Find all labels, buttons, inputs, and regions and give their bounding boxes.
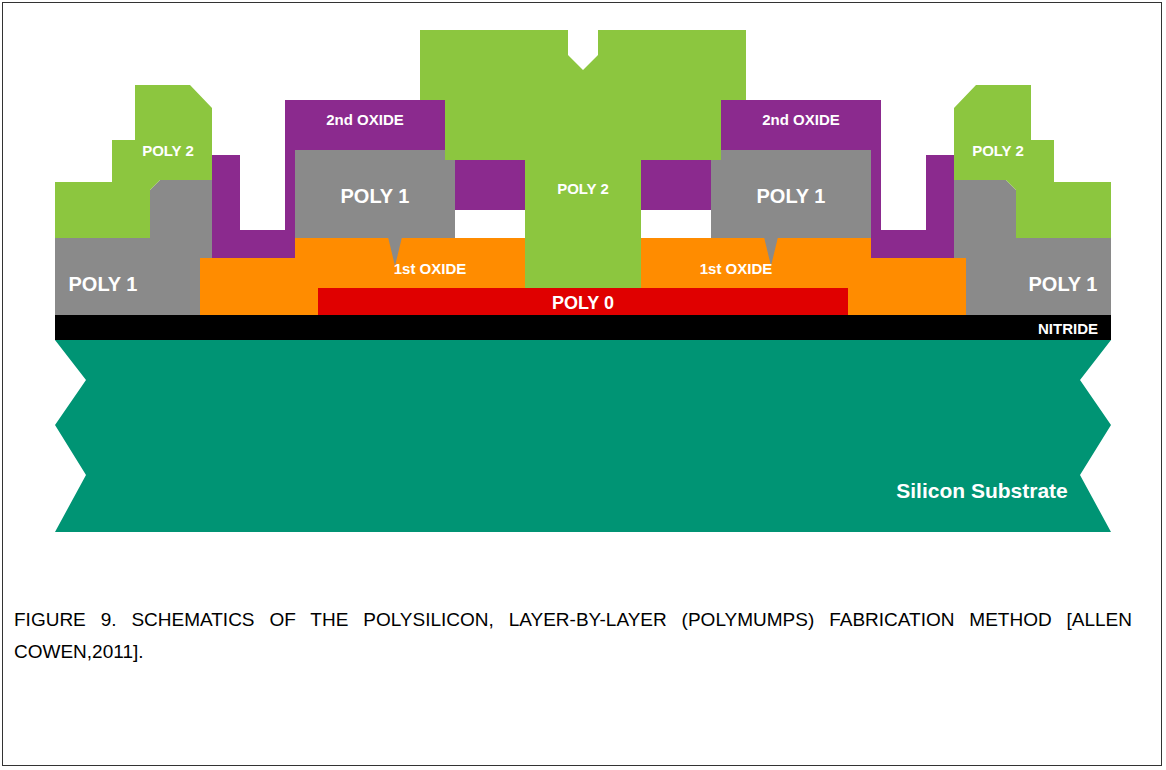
layer-label: POLY 2 xyxy=(142,143,194,158)
poly2-layer xyxy=(420,30,746,288)
silicon-substrate xyxy=(55,340,1111,532)
layer-label: POLY 1 xyxy=(69,274,138,294)
figure-caption: FIGURE 9. SCHEMATICS OF THE POLYSILICON,… xyxy=(14,604,1132,668)
poly2-layer xyxy=(954,85,1111,238)
layer-label: POLY 1 xyxy=(757,186,826,206)
layer-label: 1st OXIDE xyxy=(700,261,773,276)
poly0-layer xyxy=(318,288,848,315)
layer-label: POLY 1 xyxy=(341,186,410,206)
layer-label: POLY 2 xyxy=(972,143,1024,158)
nitride-layer xyxy=(55,314,1111,340)
poly1-layer xyxy=(711,150,871,238)
layer-label: POLY 2 xyxy=(557,181,609,196)
poly1-layer xyxy=(295,150,455,238)
substrate-label: Silicon Substrate xyxy=(896,480,1068,501)
layer-label: NITRIDE xyxy=(1038,321,1098,336)
layer-label: 2nd OXIDE xyxy=(326,112,404,127)
layer-label: POLY 0 xyxy=(552,294,614,312)
layer-label: 2nd OXIDE xyxy=(762,112,840,127)
layer-label: 1st OXIDE xyxy=(394,261,467,276)
layer-label: POLY 1 xyxy=(1029,274,1098,294)
poly2-layer xyxy=(55,85,212,238)
